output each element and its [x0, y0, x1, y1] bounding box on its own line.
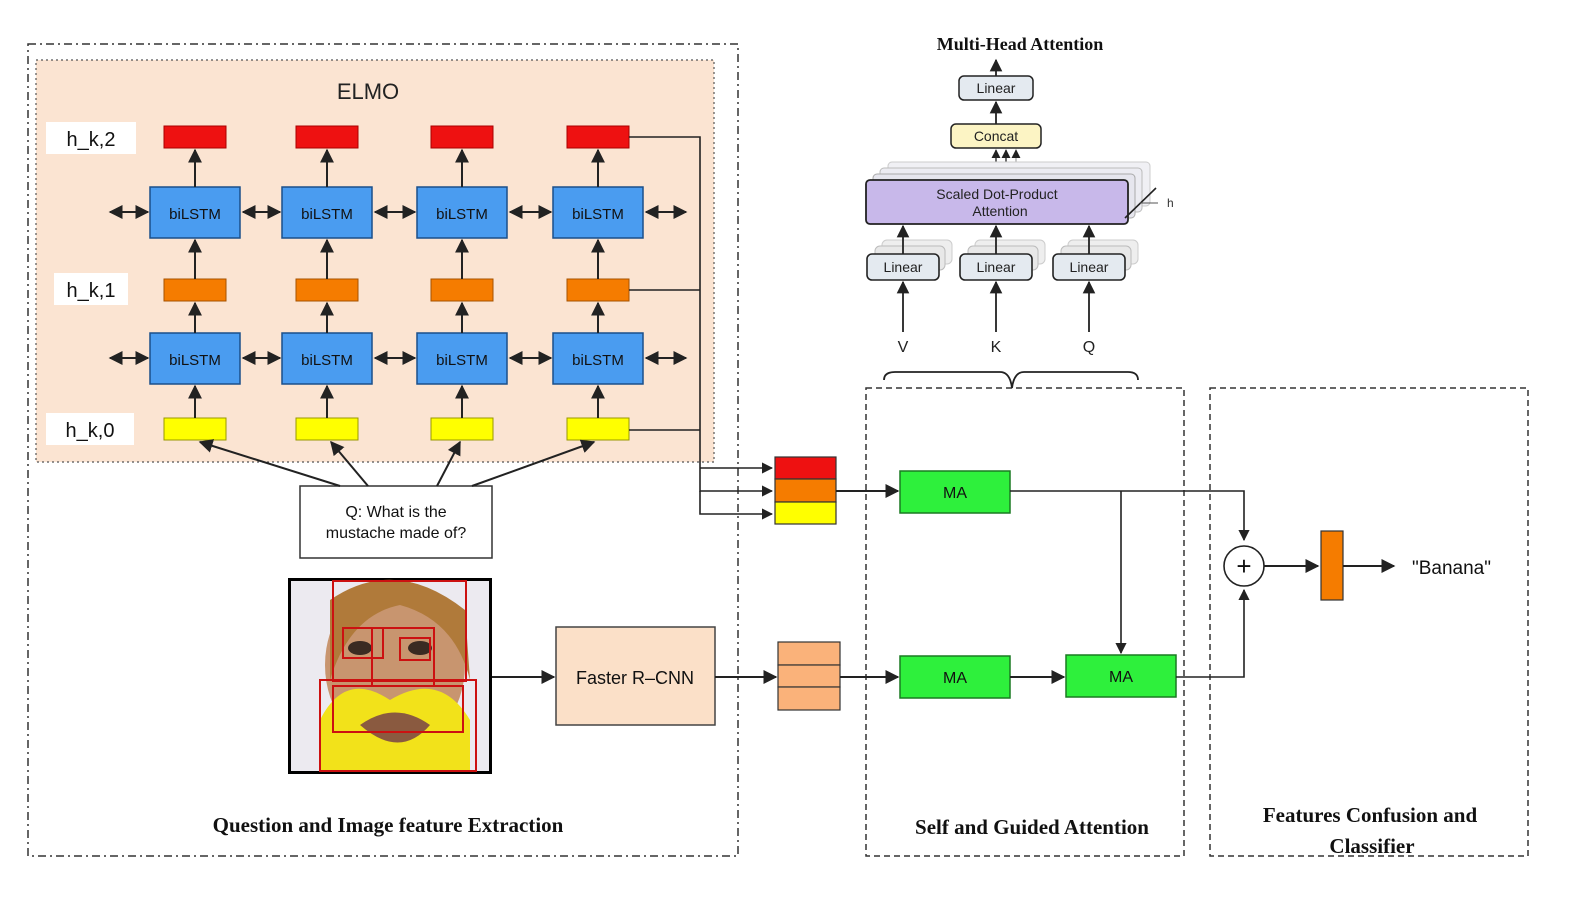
h0-cell	[163, 417, 227, 441]
multi-head-title: Multi-Head Attention	[937, 34, 1104, 54]
h1-cell	[295, 278, 359, 302]
bilstm-upper	[416, 186, 508, 239]
elmo-column-1: biLSTM biLSTM	[149, 125, 241, 441]
layer-label-h0: h_k,0	[66, 420, 115, 442]
bilstm-upper-label: biLSTM	[169, 206, 221, 223]
mha-linear-k-label: Linear	[977, 259, 1016, 275]
mha-scaled-dot-product	[865, 179, 1129, 225]
elmo-column-3: biLSTM biLSTM	[416, 125, 508, 441]
h1-cell	[163, 278, 227, 302]
elmo-output-connectors	[629, 136, 774, 520]
mha-sdpa-line-1: Scaled Dot-Product	[936, 186, 1058, 202]
mha-concat	[950, 123, 1042, 149]
ma-block-guided-label: MA	[1109, 669, 1133, 686]
classifier-section-title-1: Features Confusion and	[1263, 803, 1478, 827]
fusion-sum-symbol: +	[1236, 551, 1251, 581]
h0-cell	[566, 417, 630, 441]
ma-block-text	[899, 470, 1011, 514]
input-image	[288, 578, 492, 774]
faster-rcnn-box	[555, 626, 716, 726]
bilstm-upper-label: biLSTM	[572, 206, 624, 223]
extraction-section-title: Question and Image feature Extraction	[213, 813, 564, 837]
bilstm-lower-label: biLSTM	[572, 352, 624, 369]
layer-label-h2: h_k,2	[67, 129, 116, 151]
mha-concat-label: Concat	[974, 128, 1018, 144]
text-feature-stack	[774, 456, 837, 525]
h1-cell	[430, 278, 494, 302]
mha-brace	[883, 371, 1139, 389]
mha-linear-v: Linear	[866, 239, 953, 281]
mha-linear-v-label: Linear	[884, 259, 923, 275]
bilstm-upper	[281, 186, 373, 239]
layer-label-box-h2	[46, 122, 136, 154]
bilstm-lower	[149, 332, 241, 385]
bilstm-upper-label: biLSTM	[301, 206, 353, 223]
ma-block-image-label: MA	[943, 670, 967, 687]
bilstm-upper-label: biLSTM	[436, 206, 488, 223]
elmo-title: ELMO	[337, 79, 399, 104]
classifier-block	[1320, 530, 1344, 601]
h2-cell	[430, 125, 494, 149]
question-to-embeddings-arrows	[198, 439, 596, 487]
classifier-section-border	[1209, 387, 1529, 857]
mha-linear-output	[958, 75, 1034, 101]
bilstm-upper	[149, 186, 241, 239]
elmo-column-2: biLSTM biLSTM	[281, 125, 373, 441]
ma-block-text-label: MA	[943, 485, 967, 502]
extraction-section-border	[27, 43, 739, 857]
bilstm-lower-label: biLSTM	[169, 352, 221, 369]
layer-label-h1: h_k,1	[67, 280, 116, 302]
layer-label-box-h0	[46, 413, 134, 445]
question-line-2: mustache made of?	[326, 525, 467, 542]
mha-input-q: Q	[1083, 339, 1095, 356]
question-box	[299, 485, 493, 559]
answer-output: "Banana"	[1412, 558, 1491, 579]
mha-linear-k: Linear	[959, 239, 1046, 281]
h0-cell	[430, 417, 494, 441]
mha-linear-q: Linear	[1052, 239, 1139, 281]
mha-input-v: V	[898, 339, 909, 356]
mha-heads-label: h	[1167, 196, 1174, 210]
bilstm-lower-label: biLSTM	[301, 352, 353, 369]
h2-cell	[295, 125, 359, 149]
h2-cell	[163, 125, 227, 149]
faster-rcnn-label: Faster R–CNN	[576, 668, 694, 688]
bilstm-lower	[416, 332, 508, 385]
h0-cell	[295, 417, 359, 441]
mha-linear-q-label: Linear	[1070, 259, 1109, 275]
attention-section-border	[865, 387, 1185, 857]
elmo-panel	[35, 59, 715, 463]
attention-connectors	[1010, 490, 1250, 678]
h2-cell	[566, 125, 630, 149]
classifier-section-title-2: Classifier	[1329, 834, 1414, 858]
ma-block-guided	[1065, 654, 1177, 698]
bilstm-lower	[552, 332, 644, 385]
attention-section-title: Self and Guided Attention	[915, 815, 1149, 839]
ma-block-image	[899, 655, 1011, 699]
layer-label-box-h1	[54, 273, 128, 305]
bilstm-lower-label: biLSTM	[436, 352, 488, 369]
mha-sdpa-line-2: Attention	[972, 203, 1027, 219]
mha-input-k: K	[991, 339, 1002, 356]
image-feature-stack	[777, 641, 841, 711]
elmo-column-4: biLSTM biLSTM	[552, 125, 644, 441]
bilstm-lower	[281, 332, 373, 385]
h1-cell	[566, 278, 630, 302]
question-line-1: Q: What is the	[345, 504, 446, 521]
mha-linear-output-label: Linear	[977, 80, 1016, 96]
